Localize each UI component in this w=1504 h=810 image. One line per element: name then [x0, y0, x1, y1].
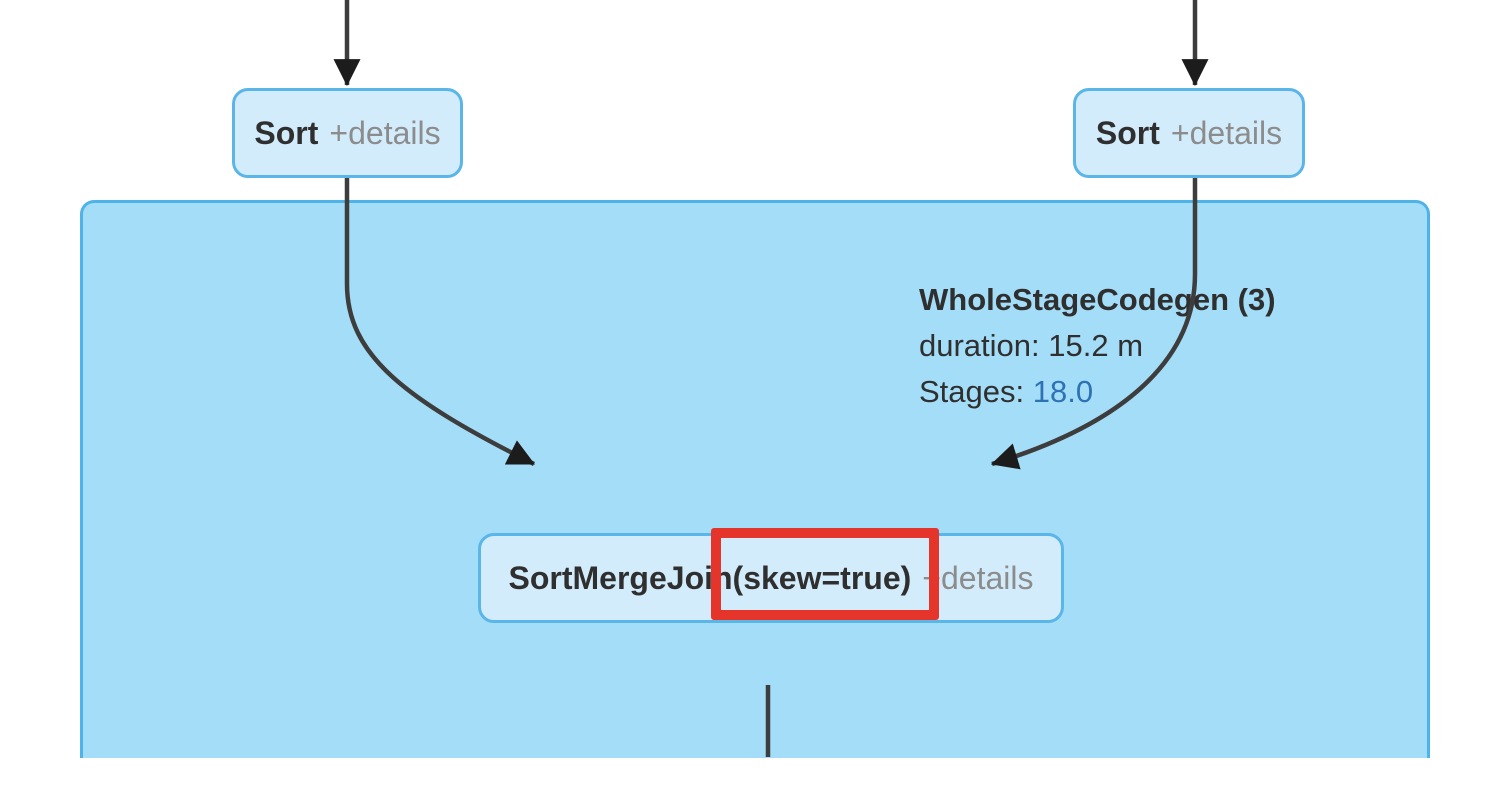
node-sort-right[interactable]: Sort +details [1073, 88, 1305, 178]
node-sort-right-title: Sort [1095, 114, 1160, 151]
edge-sort-left-to-join [344, 178, 536, 467]
cluster-stages: Stages: 18.0 [919, 369, 1276, 415]
node-sort-merge-join-title: SortMergeJoin(skew=true) [508, 559, 912, 596]
cluster-title: WholeStageCodegen (3) [919, 282, 1276, 317]
wholestagecodegen-cluster: WholeStageCodegen (3) duration: 15.2 m S… [80, 200, 1430, 758]
stages-label: Stages: [919, 374, 1025, 409]
cluster-label: WholeStageCodegen (3) duration: 15.2 m S… [919, 277, 1276, 415]
edge-sort-right-to-join [990, 178, 1198, 470]
stages-link[interactable]: 18.0 [1032, 374, 1094, 409]
node-sort-merge-join[interactable]: SortMergeJoin(skew=true) +details [478, 533, 1064, 623]
node-sort-merge-join-details-toggle[interactable]: +details [922, 559, 1034, 596]
node-sort-left[interactable]: Sort +details [232, 88, 463, 178]
node-sort-right-details-toggle[interactable]: +details [1170, 114, 1283, 151]
node-sort-left-details-toggle[interactable]: +details [329, 114, 441, 151]
cluster-duration: duration: 15.2 m [919, 328, 1144, 363]
node-sort-left-title: Sort [254, 114, 319, 151]
